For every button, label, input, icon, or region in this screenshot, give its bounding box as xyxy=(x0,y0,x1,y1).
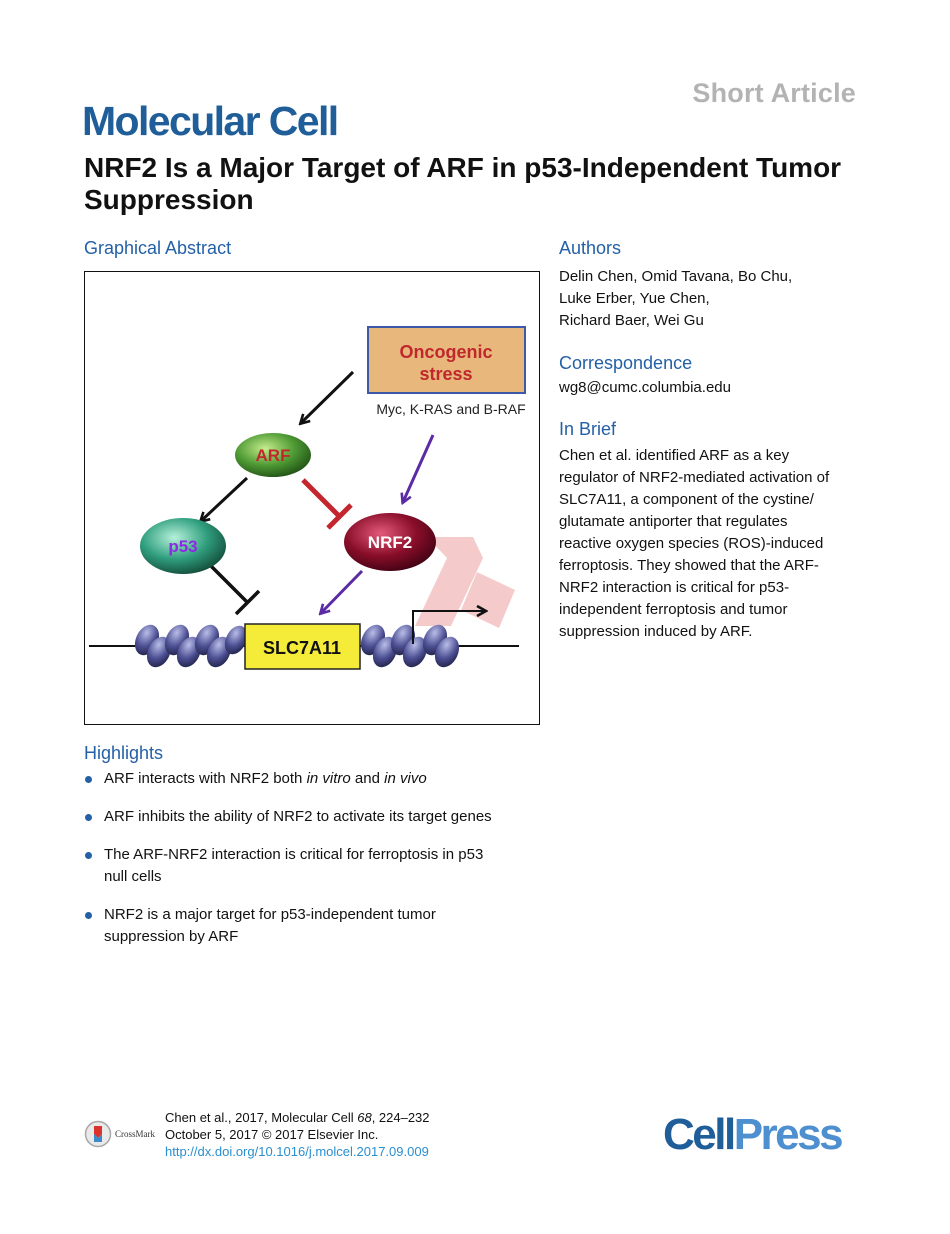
bullet-icon xyxy=(85,852,92,859)
citation-line: Chen et al., 2017, Molecular Cell 68, 22… xyxy=(165,1110,430,1125)
crossmark-label: CrossMark xyxy=(115,1129,155,1139)
in-brief-text: Chen et al. identified ARF as a key regu… xyxy=(559,445,859,643)
in-brief-line: suppression induced by ARF. xyxy=(559,623,753,640)
in-brief-heading: In Brief xyxy=(559,419,617,439)
highlights-heading: Highlights xyxy=(84,743,164,763)
citation-block: Chen et al., 2017, Molecular Cell 68, 22… xyxy=(165,1109,430,1160)
nrf2-to-slc7a11-arrow xyxy=(321,569,364,613)
arf-label: ARF xyxy=(256,446,291,465)
in-brief-line: independent ferroptosis and tumor xyxy=(559,601,788,618)
stress-label: stress xyxy=(419,364,472,384)
arf-to-p53-arrow xyxy=(201,476,249,521)
in-brief-line: NRF2 interaction is critical for p53- xyxy=(559,579,790,596)
in-brief-line: ferroptosis. They showed that the ARF- xyxy=(559,557,819,574)
journal-name: Molecular Cell xyxy=(82,98,339,144)
oncogenic-label: Oncogenic xyxy=(399,342,492,362)
article-title: NRF2 Is a Major Target of ARF in p53-Ind… xyxy=(84,152,842,215)
in-brief-line: glutamate antiporter that regulates xyxy=(559,513,788,530)
authors-line: Delin Chen, Omid Tavana, Bo Chu, xyxy=(559,268,793,285)
date-copyright-line: October 5, 2017 © 2017 Elsevier Inc. xyxy=(165,1127,379,1142)
correspondence-email[interactable]: wg8@cumc.columbia.edu xyxy=(559,379,731,396)
slc7a11-gene-box xyxy=(244,623,361,670)
p53-node xyxy=(140,518,226,574)
crossmark-icon[interactable] xyxy=(84,1120,112,1153)
graphical-abstract-svg: Oncogenic stress Myc, K-RAS and B-RAF AR… xyxy=(89,326,526,670)
in-brief-line: Chen et al. identified ARF as a key xyxy=(559,447,790,464)
article-type-label: Short Article xyxy=(692,78,856,108)
highlight-item: The ARF-NRF2 interaction is critical for… xyxy=(84,844,544,888)
nrf2-label: NRF2 xyxy=(368,533,412,552)
in-brief-line: SLC7A11, a component of the cystine/ xyxy=(559,491,814,508)
in-brief-line: reactive oxygen species (ROS)-induced xyxy=(559,535,824,552)
authors-line: Luke Erber, Yue Chen, xyxy=(559,290,710,307)
graphical-abstract-heading: Graphical Abstract xyxy=(84,238,232,258)
oncogenes-label: Myc, K-RAS and B-RAF xyxy=(376,401,525,417)
in-brief-line: regulator of NRF2-mediated activation of xyxy=(559,469,830,486)
stamp-logo xyxy=(415,537,515,628)
correspondence-heading: Correspondence xyxy=(559,353,693,373)
transcription-start-arrow xyxy=(412,611,485,644)
bullet-icon xyxy=(85,814,92,821)
doi-link[interactable]: http://dx.doi.org/10.1016/j.molcel.2017.… xyxy=(165,1144,429,1159)
nucleosomes-right xyxy=(360,624,460,668)
bullet-icon xyxy=(85,912,92,919)
highlights-list: ARF interacts with NRF2 both in vitro an… xyxy=(84,768,544,964)
arf-inhibits-nrf2 xyxy=(301,478,353,530)
authors-line: Richard Baer, Wei Gu xyxy=(559,312,704,329)
oncogenic-stress-box xyxy=(367,326,526,394)
bullet-icon xyxy=(85,776,92,783)
p53-inhibits-slc7a11 xyxy=(209,564,261,616)
cellpress-logo: CellPress xyxy=(663,1110,844,1159)
p53-label: p53 xyxy=(168,537,197,556)
nrf2-node xyxy=(344,513,436,571)
authors-list: Delin Chen, Omid Tavana, Bo Chu, Luke Er… xyxy=(559,266,859,332)
graphical-abstract-figure: Oncogenic stress Myc, K-RAS and B-RAF AR… xyxy=(84,271,540,725)
arf-node xyxy=(235,433,311,477)
slc7a11-label: SLC7A11 xyxy=(263,638,341,658)
highlight-item: ARF interacts with NRF2 both in vitro an… xyxy=(84,768,544,790)
stress-to-nrf2-arrow xyxy=(403,434,435,502)
highlight-item: ARF inhibits the ability of NRF2 to acti… xyxy=(84,806,544,828)
nucleosomes-left xyxy=(134,624,248,668)
stress-to-arf-arrow xyxy=(301,370,355,423)
highlight-item: NRF2 is a major target for p53-independe… xyxy=(84,904,544,948)
authors-heading: Authors xyxy=(559,238,622,258)
